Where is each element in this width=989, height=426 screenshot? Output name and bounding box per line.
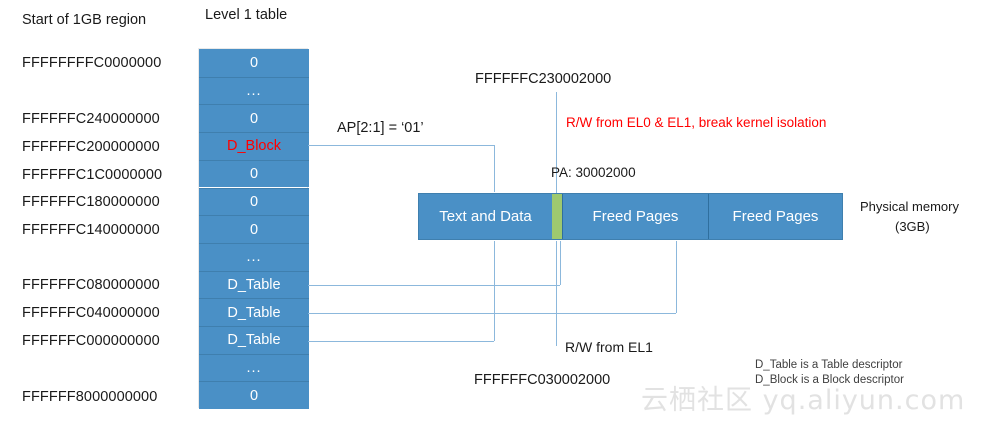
l1-row-4[interactable]: 0 [199,159,309,188]
l1-cell-value: 0 [249,221,259,238]
l1-row-12[interactable]: 0 [199,381,309,410]
l1-cell-value: D_Table [227,332,281,349]
l1-cell-value: D_Block [227,138,281,155]
l1-row-0[interactable]: 0 [199,49,309,77]
address-label-1: FFFFFFC240000000 [22,111,160,127]
physical-memory-caption-line1: Physical memory [860,199,959,214]
l1-cell-value: D_Table [227,276,281,293]
connector-va-top-v [556,92,557,193]
l1-cell-value: 0 [249,166,259,183]
l1-cell-value: D_Table [227,304,281,321]
connector-dtable8-h [308,285,560,286]
l1-row-9-d-table[interactable]: D_Table [199,298,309,326]
l1-row-1[interactable]: ... [199,76,309,105]
memory-segment-label: Text and Data [439,208,532,225]
connector-dtable10-h [308,341,494,342]
connector-dtable9-v [676,241,677,313]
physical-memory-bar: Text and Data Freed Pages Freed Pages [418,193,843,240]
l1-row-6[interactable]: 0 [199,215,309,243]
connector-dtable8-v [560,241,561,285]
address-label-3: FFFFFFC1C0000000 [22,167,163,183]
l1-cell-value: ... [246,359,262,376]
l1-cell-value: 0 [249,387,259,404]
address-label-0: FFFFFFFFC0000000 [22,55,162,71]
l1-row-7[interactable]: ... [199,242,309,271]
memory-segment-freed-pages-1[interactable]: Freed Pages [562,194,708,239]
l1-row-11[interactable]: ... [199,353,309,382]
legend-line-d-block: D_Block is a Block descriptor [755,374,904,386]
l1-cell-value: 0 [249,54,259,71]
heading-level-1-table: Level 1 table [205,7,288,23]
address-label-4: FFFFFFC180000000 [22,194,160,210]
memory-segment-text-and-data[interactable]: Text and Data [419,194,552,239]
watermark: 云栖社区 yq.aliyun.com [641,385,966,416]
annotation-ap-bits: AP[2:1] = ‘01’ [337,120,424,136]
level-1-table: 0 ... 0 D_Block 0 0 0 ... D_Table D_Tabl… [198,48,309,410]
address-label-9: FFFFFF8000000000 [22,389,158,405]
address-label-2: FFFFFFC200000000 [22,139,160,155]
highlighted-page-slice [552,194,562,239]
heading-start-of-1gb-region: Start of 1GB region [22,12,147,28]
l1-cell-value: ... [246,82,262,99]
annotation-va-bottom: FFFFFFC030002000 [474,372,611,388]
l1-row-5[interactable]: 0 [199,187,309,216]
l1-row-3-d-block[interactable]: D_Block [199,132,309,160]
connector-dblock-v1 [494,145,495,192]
address-label-6: FFFFFFC080000000 [22,277,160,293]
memory-segment-label: Freed Pages [592,208,679,225]
annotation-warning-kernel-isolation: R/W from EL0 & EL1, break kernel isolati… [566,115,827,130]
address-label-7: FFFFFFC040000000 [22,305,160,321]
l1-cell-value: 0 [249,193,259,210]
l1-cell-value: 0 [249,110,259,127]
annotation-pa-label: PA: 30002000 [551,165,636,180]
physical-memory-caption-line2: (3GB) [895,219,930,234]
memory-segment-label: Freed Pages [732,208,819,225]
connector-dtable9-h [308,313,676,314]
connector-dblock-h1 [308,145,494,146]
l1-row-2[interactable]: 0 [199,104,309,133]
connector-dtable10-v [494,241,495,341]
l1-row-10-d-table[interactable]: D_Table [199,326,309,354]
annotation-rw-el1: R/W from EL1 [565,339,653,355]
address-label-5: FFFFFFC140000000 [22,222,160,238]
annotation-va-top: FFFFFFC230002000 [475,71,612,87]
memory-segment-freed-pages-2[interactable]: Freed Pages [708,194,842,239]
l1-row-8-d-table[interactable]: D_Table [199,270,309,299]
l1-cell-value: ... [246,249,262,266]
legend-line-d-table: D_Table is a Table descriptor [755,359,903,371]
connector-va-bottom-v [556,241,557,346]
address-label-8: FFFFFFC000000000 [22,333,160,349]
